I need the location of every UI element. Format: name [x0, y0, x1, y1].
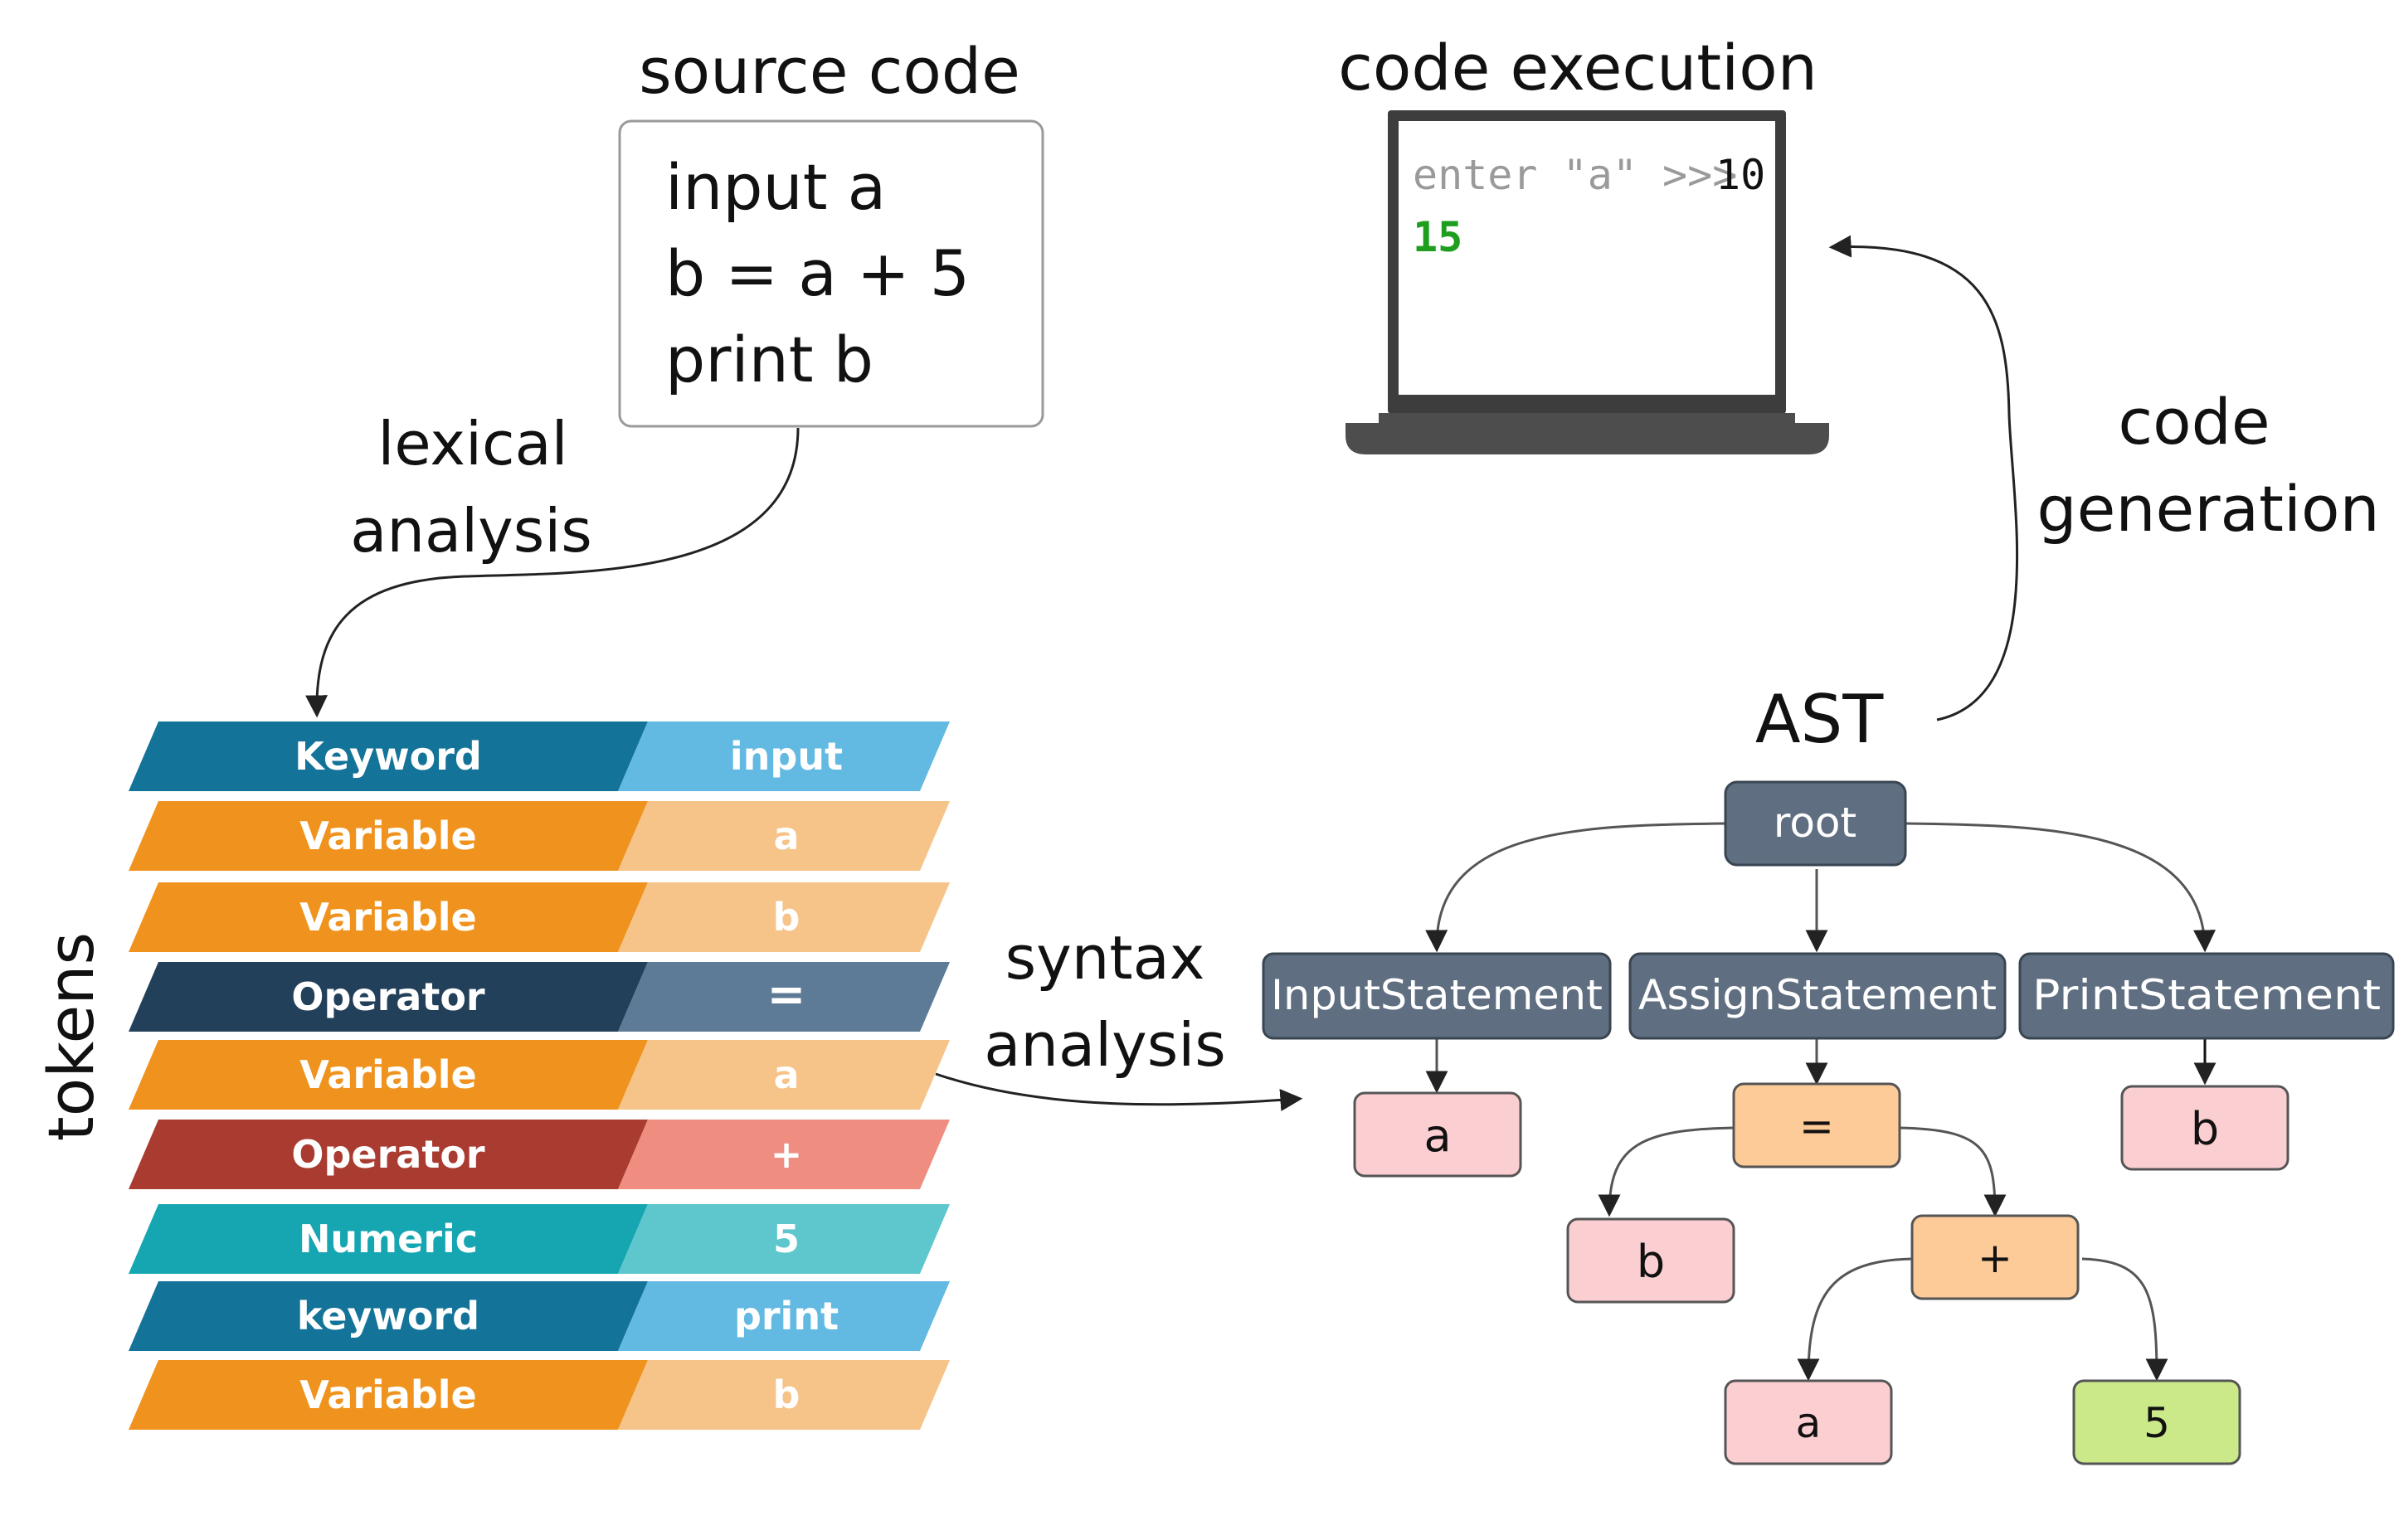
token-type-label: Variable	[299, 1372, 477, 1417]
terminal-output: 15	[1413, 213, 1462, 261]
ast-plus-op-label: +	[1978, 1234, 2012, 1282]
token-value-band	[618, 1040, 950, 1110]
syntax-arrow	[935, 1072, 1303, 1111]
token-value-label: =	[767, 968, 806, 1022]
token-type-band	[129, 801, 648, 871]
terminal-input-value: 10	[1715, 151, 1765, 199]
token-row: Variable b	[129, 882, 950, 952]
ast-plus-op-node	[1910, 1214, 2080, 1300]
ast-assign-statement-node	[1628, 952, 2007, 1040]
token-value-label: +	[771, 1132, 803, 1177]
token-type-label: keyword	[297, 1294, 479, 1338]
token-row: keyword print	[129, 1281, 950, 1351]
token-value-band	[618, 1360, 950, 1430]
token-type-label: Numeric	[299, 1217, 478, 1261]
ast-input-var-label: a	[1423, 1110, 1451, 1162]
token-row: Operator +	[129, 1120, 950, 1189]
token-row: Operator =	[129, 962, 950, 1032]
token-value-band	[618, 801, 950, 871]
token-type-label: Keyword	[294, 734, 482, 779]
token-value-label: b	[773, 1372, 800, 1417]
source-code-box	[618, 119, 1044, 428]
ast-assign-op-node	[1732, 1082, 1901, 1168]
token-type-band	[129, 1204, 648, 1274]
ast-edges	[1425, 822, 2217, 1382]
token-value-label: a	[773, 814, 799, 858]
token-type-band	[129, 882, 648, 952]
token-row: Numeric 5	[129, 1204, 950, 1274]
ast-plus-right-label: 5	[2144, 1399, 2170, 1447]
token-value-label: input	[730, 734, 843, 779]
code-generation-label-line1: code	[2118, 385, 2270, 459]
laptop-icon	[1345, 110, 1829, 454]
token-value-band	[618, 962, 950, 1032]
ast-assign-target-label: b	[1637, 1236, 1665, 1288]
ast-label: AST	[1755, 681, 1885, 758]
ast-input-statement-label: InputStatement	[1271, 971, 1603, 1019]
ast-assign-target-node	[1566, 1217, 1735, 1304]
ast-assign-statement-label: AssignStatement	[1638, 971, 1997, 1019]
token-type-label: Operator	[291, 974, 485, 1019]
ast-plus-right-node	[2072, 1379, 2241, 1465]
token-type-label: Variable	[299, 895, 477, 940]
token-row: Variable a	[129, 801, 950, 871]
token-value-band	[618, 721, 950, 791]
ast-print-statement-label: PrintStatement	[2032, 971, 2381, 1019]
code-generation-label-line2: generation	[2036, 472, 2379, 546]
lexical-analysis-label-line2: analysis	[350, 496, 592, 566]
token-value-band	[618, 1281, 950, 1351]
token-type-band	[129, 1360, 648, 1430]
source-line-3: print b	[665, 323, 873, 396]
token-value-label: b	[773, 895, 800, 940]
ast-root-node	[1724, 780, 1907, 867]
ast-assign-op-label: =	[1799, 1102, 1834, 1150]
token-value-band	[618, 1204, 950, 1274]
tokens-label: tokens	[34, 932, 108, 1141]
code-generation-arrow	[1828, 235, 2019, 721]
ast-print-statement-node	[2018, 952, 2395, 1040]
token-value-label: a	[773, 1052, 799, 1097]
ast-plus-left-node	[1724, 1379, 1893, 1465]
ast-plus-left-label: a	[1796, 1399, 1822, 1447]
code-execution-title: code execution	[1338, 31, 1817, 104]
syntax-analysis-label-line1: syntax	[1005, 923, 1205, 993]
ast-print-var-node	[2120, 1085, 2290, 1171]
token-type-label: Operator	[291, 1132, 485, 1177]
token-value-band	[618, 882, 950, 952]
token-row: Keyword input	[129, 721, 950, 791]
token-type-label: Variable	[299, 814, 477, 858]
lexical-analysis-label-line1: lexical	[377, 409, 567, 479]
ast-input-statement-node	[1262, 952, 1612, 1040]
token-type-band	[129, 962, 648, 1032]
token-type-band	[129, 721, 648, 791]
token-type-band	[129, 1281, 648, 1351]
lexical-arrow	[305, 427, 800, 718]
token-type-label: Variable	[299, 1052, 477, 1097]
ast-input-var-node	[1353, 1091, 1522, 1178]
token-value-band	[618, 1120, 950, 1189]
token-type-band	[129, 1040, 648, 1110]
source-code-title: source code	[639, 34, 1020, 108]
ast-print-var-label: b	[2191, 1103, 2219, 1155]
token-type-band	[129, 1120, 648, 1189]
token-value-label: 5	[773, 1217, 800, 1261]
syntax-analysis-label-line2: analysis	[984, 1010, 1226, 1080]
source-line-2: b = a + 5	[665, 236, 970, 310]
ast-root-label: root	[1774, 799, 1856, 847]
source-line-1: input a	[665, 150, 886, 224]
token-row: Variable a	[129, 1040, 950, 1110]
token-row: Variable b	[129, 1360, 950, 1430]
token-value-label: print	[734, 1294, 839, 1338]
terminal-prompt: enter "a" >>>	[1413, 151, 1737, 199]
